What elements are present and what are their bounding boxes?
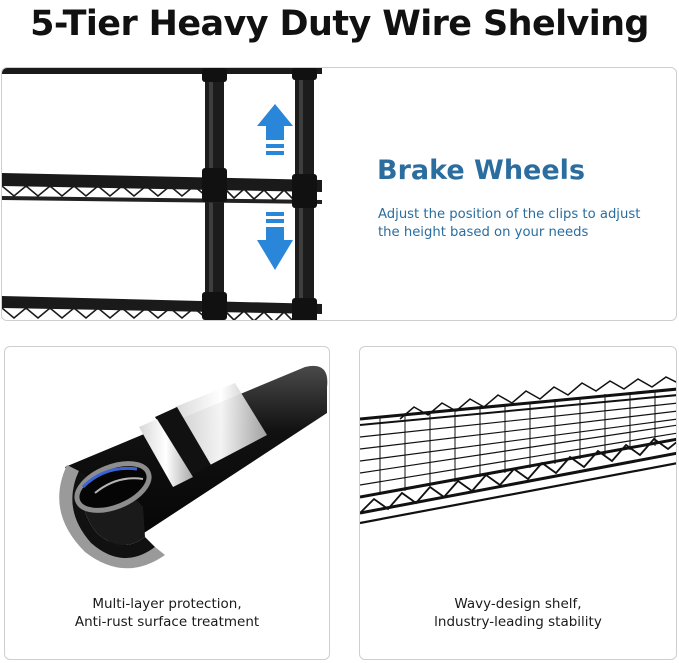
feature-description-line-2: the height based on your needs xyxy=(378,225,589,240)
feature-panel-brake-wheels xyxy=(1,67,677,321)
wavy-wire-shelf-photo xyxy=(360,376,676,525)
feature-heading: Brake Wheels xyxy=(377,155,586,186)
pole-caption-line-1: Multi-layer protection, xyxy=(92,596,242,612)
wavy-shelf-caption: Wavy-design shelf, lndustry-leading stab… xyxy=(360,595,676,631)
pole-caption-line-2: Anti-rust surface treatment xyxy=(74,614,260,630)
pole-protection-caption: Multi-layer protection, Anti-rust surfac… xyxy=(5,595,329,631)
shelf-caption-line-2: lndustry-leading stability xyxy=(434,614,602,630)
feature-description-line-1: Adjust the position of the clips to adju… xyxy=(378,207,641,222)
page-title: 5-Tier Heavy Duty Wire Shelving xyxy=(30,4,649,44)
feature-description: Adjust the position of the clips to adju… xyxy=(378,206,673,242)
shelf-caption-line-1: Wavy-design shelf, xyxy=(454,596,582,612)
arrow-up-icon xyxy=(257,104,293,155)
wavy-shelf-panel: Wavy-design shelf, lndustry-leading stab… xyxy=(359,346,677,660)
pole-protection-panel: Multi-layer protection, Anti-rust surfac… xyxy=(4,346,330,660)
shelf-post-photo xyxy=(2,68,332,320)
arrow-down-icon xyxy=(257,212,293,270)
pole-cross-section-photo xyxy=(59,365,328,569)
